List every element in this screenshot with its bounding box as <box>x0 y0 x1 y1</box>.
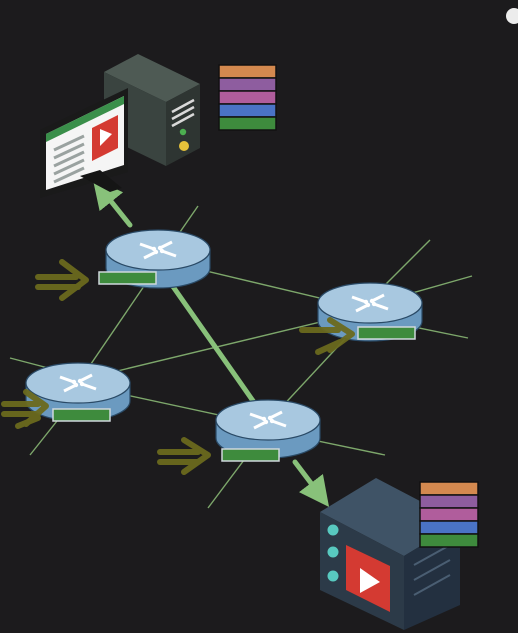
route-arrow-to-server <box>292 459 330 507</box>
status-dot <box>506 8 518 24</box>
router-arrows-icon <box>249 410 287 430</box>
incoming-traffic-arrows <box>1 259 355 475</box>
client-packet-stack <box>218 64 277 131</box>
incoming-arrow-right <box>299 317 355 355</box>
power-button-icon <box>179 141 189 151</box>
router-queue-bar <box>98 271 157 285</box>
packet <box>218 77 277 92</box>
packet <box>419 494 479 509</box>
router-arrows-icon <box>59 373 97 393</box>
server-packet-stack <box>419 481 479 548</box>
server-light-icon <box>327 546 339 558</box>
web-page-lines <box>53 134 85 184</box>
route-arrow-to-client <box>92 178 133 228</box>
active-route <box>92 178 330 507</box>
packet <box>218 90 277 105</box>
router-queue-bar <box>221 448 280 462</box>
router-queue-bar <box>52 408 111 422</box>
router-arrows-icon <box>351 293 389 313</box>
incoming-arrow-bottom <box>157 437 211 475</box>
router-arrows-icon <box>139 240 177 260</box>
router-bottom-center <box>215 399 321 462</box>
route-segment-middle <box>157 265 268 421</box>
packet <box>218 103 277 118</box>
client-computer <box>40 54 200 198</box>
packet <box>419 507 479 522</box>
link-stub <box>179 205 199 233</box>
packet <box>419 481 479 496</box>
routers <box>25 229 423 462</box>
power-light-green-icon <box>179 128 187 136</box>
server-light-icon <box>327 524 339 536</box>
link-topleft-left <box>79 269 156 381</box>
incoming-arrow-left <box>1 389 49 429</box>
router-left <box>25 362 131 422</box>
packet <box>419 520 479 535</box>
network-links <box>9 205 473 509</box>
router-queue-bar <box>357 326 416 340</box>
router-top-left <box>98 229 211 289</box>
monitor-stand <box>80 170 122 192</box>
incoming-arrow-top-left <box>35 259 89 301</box>
packet <box>218 64 277 79</box>
server-light-icon <box>327 570 339 582</box>
packet <box>218 116 277 131</box>
monitor <box>40 88 128 198</box>
packet <box>419 533 479 548</box>
